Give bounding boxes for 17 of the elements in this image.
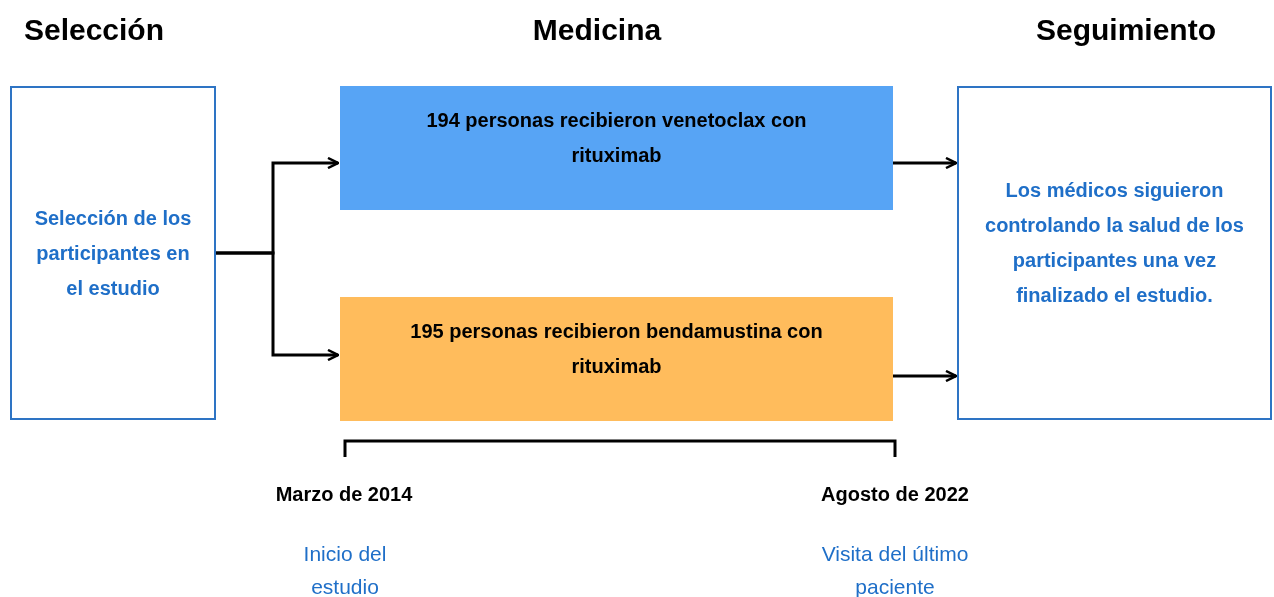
arrow [216, 251, 340, 362]
column-heading: Medicina [531, 12, 663, 48]
node-text: 195 personas recibieron bendamustina con rituximab [409, 319, 824, 379]
process-box [957, 86, 1272, 420]
arrow [893, 369, 958, 383]
date-label: Marzo de 2014 [274, 482, 414, 507]
date-label: Agosto de 2022 [820, 482, 970, 507]
treatment-box [340, 297, 893, 421]
column-heading: Seguimiento [1035, 12, 1217, 48]
treatment-box [340, 86, 893, 210]
node-text: Selección de los participantes en el estudio [34, 205, 192, 301]
node-text: 194 personas recibieron venetoclax con rituximab [425, 108, 808, 168]
arrow [893, 156, 958, 170]
column-heading: Selección [22, 12, 166, 48]
process-box [10, 86, 216, 420]
milestone-label: Inicio del estudio [302, 541, 388, 597]
node-text: Los médicos siguieron controlando la salud de los participantes una vez finalizado el estudio. [984, 178, 1245, 308]
